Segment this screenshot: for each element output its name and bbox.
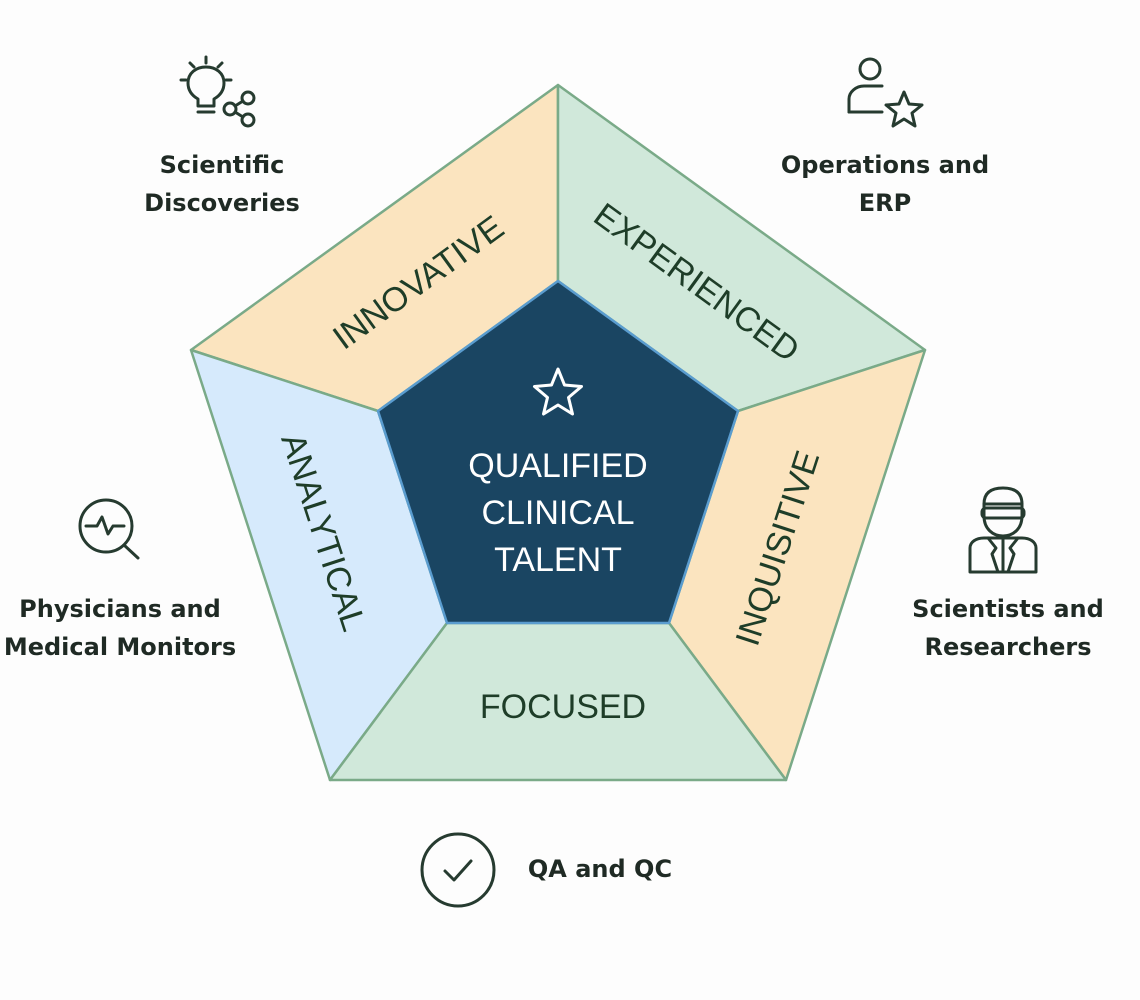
caption-operations-erp: Operations and ERP [760, 146, 1010, 222]
caption-line: Scientists and [912, 595, 1104, 623]
star-icon [533, 367, 583, 416]
center-title-line-3: TALENT [494, 541, 622, 579]
search-heartbeat-icon [78, 498, 140, 560]
caption-scientists-researchers: Scientists and Researchers [898, 590, 1118, 666]
segment-label-focused: FOCUSED [480, 688, 646, 726]
caption-line: Operations and [780, 151, 990, 179]
caption-line: Researchers [924, 633, 1092, 661]
lightbulb-share-icon [179, 55, 256, 128]
caption-qa-qc: QA and QC [510, 850, 690, 888]
caption-line: Medical Monitors [3, 633, 237, 661]
center-pentagon [376, 279, 740, 625]
caption-line: Discoveries [144, 189, 300, 217]
caption-line: QA and QC [527, 855, 673, 883]
user-star-icon [847, 57, 924, 128]
caption-line: ERP [858, 189, 912, 217]
center-title-line-1: QUALIFIED [468, 447, 647, 485]
caption-physicians-monitors: Physicians and Medical Monitors [0, 590, 240, 666]
caption-scientific-discoveries: Scientific Discoveries [122, 146, 322, 222]
caption-line: Scientific [159, 151, 285, 179]
scientist-icon [968, 486, 1038, 574]
center-title-line-2: CLINICAL [481, 494, 634, 532]
caption-line: Physicians and [19, 595, 221, 623]
check-circle-icon [420, 832, 496, 908]
